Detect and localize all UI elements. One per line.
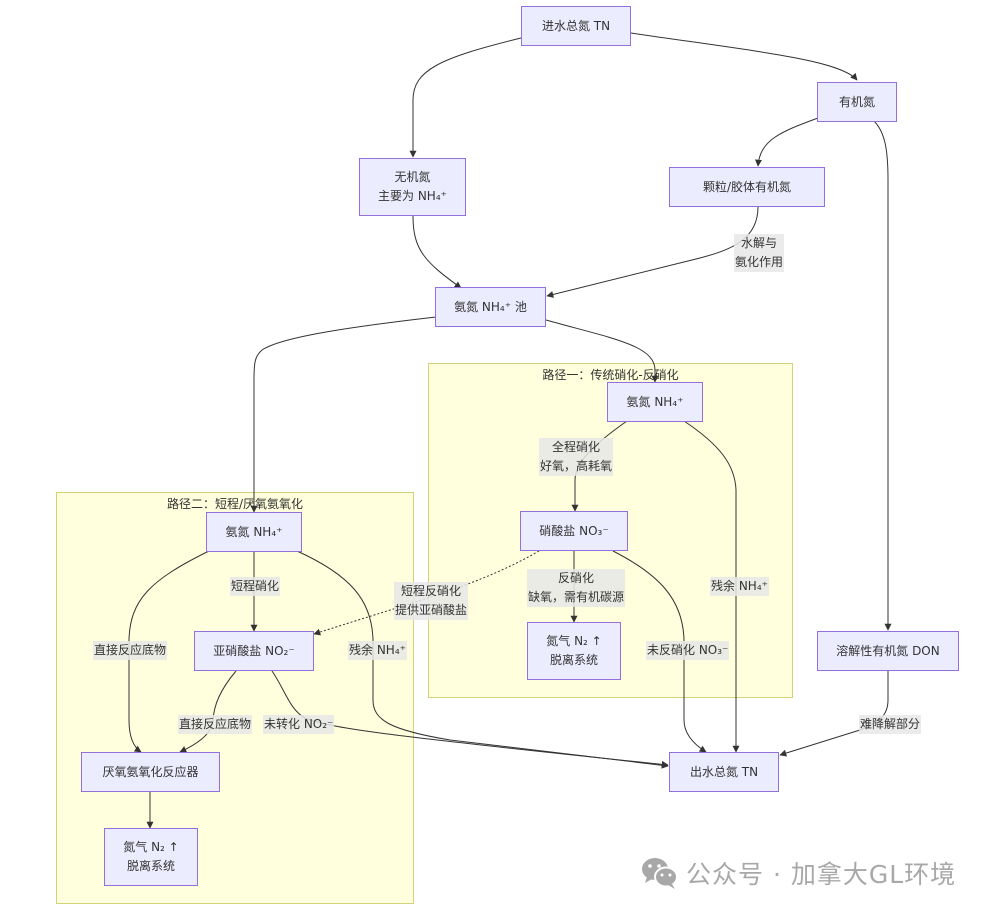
label-direct-substrate-1: 直接反应底物 <box>93 641 168 660</box>
label-p2-residual-nh4: 残余 NH₄⁺ <box>348 641 407 660</box>
cluster-path1-title: 路径一：传统硝化-反硝化 <box>542 368 679 382</box>
watermark: 公众号 · 加拿大GL环境 <box>640 853 956 893</box>
label-short-nitrification: 短程硝化 <box>230 577 281 596</box>
edge-pool-to-p1 <box>545 319 659 383</box>
node-don[interactable]: 溶解性有机氮 DON <box>817 631 959 671</box>
wechat-icon <box>640 855 680 891</box>
label-unconverted-no2: 未转化 NO₂⁻ <box>263 715 335 734</box>
edge-organic-to-particulate <box>754 117 819 167</box>
edge-particulate-to-pool <box>546 206 759 298</box>
label-direct-substrate-2: 直接反应底物 <box>178 715 253 734</box>
node-p1-n2[interactable]: 氮气 N₂ ↑ 脱离系统 <box>527 622 621 680</box>
label-denitrification: 反硝化 缺氧，需有机碳源 <box>527 569 626 607</box>
label-refractory: 难降解部分 <box>859 715 922 734</box>
cluster-path2-title: 路径二：短程/厌氧氨氧化 <box>166 497 304 511</box>
node-p2-nh4[interactable]: 氨氮 NH₄⁺ <box>206 512 302 552</box>
node-particulate-on[interactable]: 颗粒/胶体有机氮 <box>669 167 825 207</box>
edge-pool-to-p2 <box>250 316 437 513</box>
edge-p2nh4-to-effluent <box>296 550 669 769</box>
edge-no3-to-effluent <box>612 550 707 753</box>
label-p1-residual-nh4: 残余 NH₄⁺ <box>710 577 769 596</box>
node-nh4-pool[interactable]: 氨氮 NH₄⁺ 池 <box>435 287 546 327</box>
label-short-denitrification: 短程反硝化 提供亚硝酸盐 <box>394 582 469 620</box>
node-inorganic-n[interactable]: 无机氮 主要为 NH₄⁺ <box>359 158 466 216</box>
node-p2-anammox[interactable]: 厌氧氨氧化反应器 <box>81 752 220 792</box>
edge-p1nh4-to-effluent <box>683 420 740 753</box>
edge-no3-to-no2-dotted <box>313 550 540 636</box>
edge-don-to-effluent <box>779 671 889 757</box>
node-p2-no2[interactable]: 亚硝酸盐 NO₂⁻ <box>194 631 314 671</box>
node-p2-n2[interactable]: 氮气 N₂ ↑ 脱离系统 <box>104 828 198 886</box>
edge-p2nh4-to-anammox <box>128 550 210 753</box>
edge-organic-to-don <box>873 120 892 631</box>
node-organic-n[interactable]: 有机氮 <box>817 82 897 122</box>
node-p1-no3[interactable]: 硝酸盐 NO₃⁻ <box>520 511 628 551</box>
node-influent-tn[interactable]: 进水总氮 TN <box>521 6 631 46</box>
label-full-nitrification: 全程硝化 好氧，高耗氧 <box>539 438 614 476</box>
edge-no2-to-anammox <box>179 670 237 753</box>
node-p1-nh4[interactable]: 氨氮 NH₄⁺ <box>607 382 703 422</box>
edge-inorganic-to-pool <box>412 215 462 289</box>
label-hydrolysis: 水解与 氨化作用 <box>734 234 785 272</box>
watermark-text: 公众号 · 加拿大GL环境 <box>686 860 957 889</box>
node-effluent-tn[interactable]: 出水总氮 TN <box>669 752 779 792</box>
edge-influent-to-organic <box>630 32 858 81</box>
label-p1-unconverted-no3: 未反硝化 NO₃⁻ <box>646 641 730 660</box>
edge-influent-to-inorganic <box>409 37 522 158</box>
